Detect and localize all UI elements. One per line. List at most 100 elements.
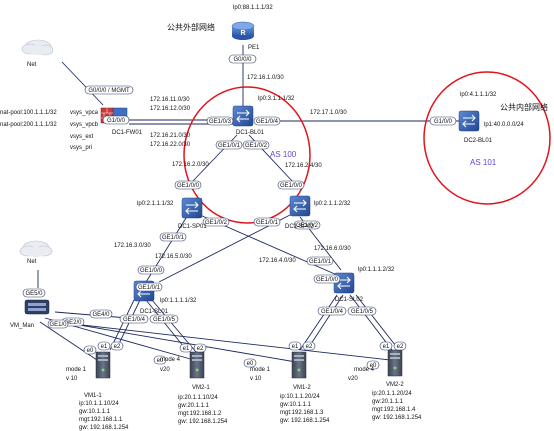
net-172-16-11-label: 172.16.11.0/30 — [150, 97, 190, 103]
bl01-ge104-label: GE1/0/4 — [256, 119, 279, 125]
vsys-vpcb: vsys_vpcb — [70, 122, 99, 128]
sl01-loopback: lp0:1.1.1.1/32 — [160, 298, 197, 304]
server-icon-vm12[interactable] — [291, 351, 307, 379]
vm11-ip: ip:10.1.1.10/24 — [79, 401, 119, 407]
link-sl01-vm11-b — [115, 299, 141, 351]
vm12-mgt: mgt:192.168.1.3 — [280, 410, 324, 416]
vm22-e0: e0 — [370, 363, 377, 369]
net-left-label: Net — [27, 259, 37, 265]
nat-pool-2: nat-pool:200.1.1.1/32 — [0, 122, 57, 128]
link-sl01-vm11-a — [109, 299, 135, 351]
vm12-gw2: gw: 192.168.1.254 — [280, 418, 330, 424]
switch-icon-vm-man[interactable] — [24, 299, 50, 315]
vsys-vpca: vsys_vpca — [70, 110, 99, 116]
vm11-name: VM1-1 — [84, 393, 102, 399]
pe1-interface-label: G0/0/0 — [233, 57, 252, 63]
nat-pool-1: nat-pool:100.1.1.1/32 — [0, 110, 57, 116]
vmman-ge20-label: GE2/0 — [64, 320, 82, 326]
bl01-loopback: lp0:3.1.1.1/32 — [258, 96, 295, 102]
net-172-17-1-label: 172.17.1.0/30 — [310, 110, 347, 116]
link-vmman-vm22 — [55, 321, 391, 361]
fw-name: DC1-FW01 — [112, 130, 143, 136]
link-sl02-vm22-a — [349, 294, 393, 351]
switch-icon-sp02[interactable] — [289, 195, 311, 217]
vm12-ip: ip:10.1.1.20/24 — [280, 394, 320, 400]
as101-boundary — [423, 71, 551, 205]
router-icon-pe1[interactable]: R — [231, 21, 255, 40]
vm11-gw2: gw: 192.168.1.254 — [79, 425, 129, 431]
pe1-loopback: lp0:88.1.1.1/32 — [233, 5, 273, 11]
vm22-e1: e1 — [383, 344, 390, 350]
vm11-e0: e0 — [87, 348, 94, 354]
net-172-16-21-label: 172.16.21.0/30 — [150, 133, 191, 139]
as100-boundary — [183, 86, 311, 224]
sp01-ge100-label: GE1/0/0 — [177, 183, 200, 189]
net-172-16-3-label: 172.16.3.0/30 — [114, 243, 151, 249]
vm21-e1: e1 — [183, 346, 190, 352]
vm-man-label: VM_Man — [10, 323, 34, 329]
pe1-label: PE1 — [248, 45, 260, 51]
fw-interface-label: G1/0/0 — [107, 118, 126, 124]
switch-icon-bl2[interactable] — [458, 110, 480, 132]
link-sl01-vm21-a — [145, 299, 189, 353]
vsys-ext: vsys_ext — [70, 134, 94, 140]
vm22-ip: ip:20.1.1.20/24 — [372, 391, 412, 397]
bl01-ge101-label: GE1/0/1 — [218, 143, 241, 149]
vm22-e2: e2 — [397, 344, 404, 350]
mgmt-interface-label: G0/0/0 / MGMT — [88, 88, 130, 94]
public-external-network-label: 公共外部网络 — [167, 22, 215, 32]
sl01-ge101-label: GE1/0/1 — [138, 285, 161, 291]
net-172-16-22-label: 172.16.22.0/30 — [150, 142, 191, 148]
vm22-name: VM2-2 — [386, 382, 404, 388]
sp01-name: DC1-SP01 — [178, 224, 207, 230]
bl2-loopback0: lp0:4.1.1.1/32 — [460, 92, 497, 98]
sp01-ge102-label: GE1/0/2 — [205, 220, 228, 226]
net-172-16-4-label: 172.16.4.0/30 — [259, 258, 296, 264]
vm22-vlan: v20 — [348, 376, 358, 382]
vm12-vlan: v 10 — [250, 376, 262, 382]
bl01-ge103-label: GE1/0/3 — [209, 119, 232, 125]
vm11-e2: e2 — [114, 344, 121, 350]
vm11-e1: e1 — [101, 344, 108, 350]
sl01-name: DC1-SL01 — [140, 309, 169, 315]
server-icon-vm11[interactable] — [95, 351, 111, 379]
vm11-mgt: mgt:192.168.1.1 — [79, 417, 123, 423]
switch-icon-bl01[interactable] — [232, 105, 254, 127]
vm11-vlan: v 10 — [66, 376, 78, 382]
sl02-ge100-label: GE1/0/0 — [316, 277, 339, 283]
svg-text:R: R — [240, 30, 245, 37]
server-icon-vm21[interactable] — [189, 351, 205, 379]
net-172-16-24-label: 172.16.2.4/30 — [285, 163, 322, 169]
bl01-ge102-label: GE1/0/2 — [245, 143, 268, 149]
bl2-g100-label: G1/0/0 — [434, 119, 453, 125]
vm22-mode: mode 4 — [354, 367, 375, 373]
vm21-ip: ip:20.1.1.10/24 — [178, 395, 218, 401]
bl2-name: DC2-BL01 — [464, 138, 493, 144]
vm12-e2: e2 — [306, 344, 313, 350]
vm21-e0: e0 — [157, 358, 164, 364]
vm12-mode: mode 1 — [250, 367, 271, 373]
switch-icon-sp01[interactable] — [181, 197, 203, 219]
link-sl02-vm12-a — [299, 294, 338, 351]
vmman-ge40-label: GE4/0 — [92, 312, 110, 318]
sl02-ge101-label: GE1/0/1 — [309, 259, 332, 265]
vm11-gw: gw:10.1.1.1 — [79, 409, 111, 415]
vm21-gw2: gw: 192.168.1.254 — [178, 419, 228, 425]
sp02-ge102-label: GE1/0/2 — [296, 223, 319, 229]
sl01-ge100-label: GE1/0/0 — [140, 268, 163, 274]
bl01-name: DC1-BL01 — [236, 130, 265, 136]
sp02-loopback: lp0:2.1.1.2/32 — [314, 201, 351, 207]
sp01-loopback: lp0:2.1.1.1/32 — [137, 201, 174, 207]
public-internal-network-label: 公共内部网络 — [500, 102, 548, 112]
as100-label: AS 100 — [270, 150, 297, 159]
vm12-gw: gw:10.1.1.1 — [280, 402, 312, 408]
text-labels: lp0:88.1.1.1/32 公共外部网络 PE1 Net 172.16.1.… — [0, 5, 548, 431]
sl01-ge105-label: GE1/0/5 — [153, 317, 176, 323]
net-172-16-2-label: 172.16.2.0/30 — [172, 162, 209, 168]
vm22-gw2: gw: 192.168.1.254 — [372, 415, 422, 421]
net-top-label: Net — [27, 62, 37, 68]
vm21-vlan: v20 — [160, 367, 170, 373]
net-172-16-12-label: 172.16.12.0/30 — [150, 106, 191, 112]
server-icon-vm22[interactable] — [387, 349, 403, 377]
